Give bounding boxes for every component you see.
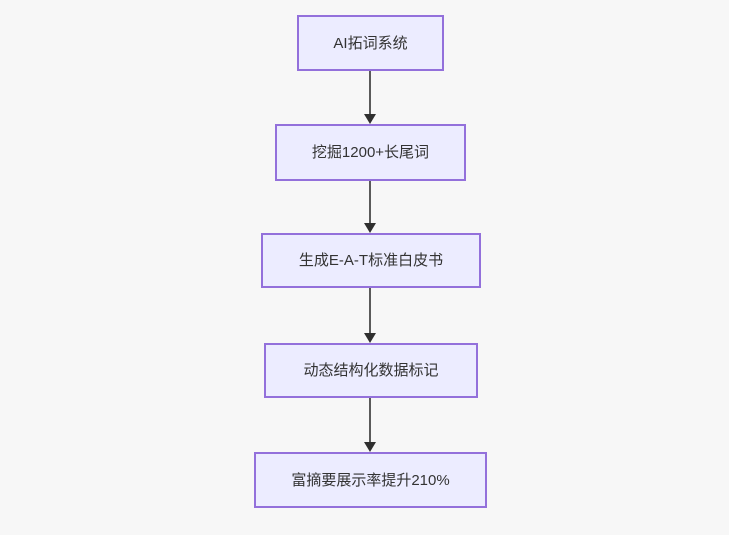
flow-node-3-label: 生成E-A-T标准白皮书 bbox=[298, 252, 444, 269]
flow-node-5: 富摘要展示率提升210% bbox=[254, 452, 487, 508]
arrow-line bbox=[369, 71, 371, 116]
arrow-down-icon bbox=[364, 223, 376, 233]
flow-arrow-1 bbox=[364, 71, 376, 124]
arrow-line bbox=[369, 181, 371, 225]
flow-node-4-label: 动态结构化数据标记 bbox=[303, 362, 439, 379]
arrow-down-icon bbox=[364, 333, 376, 343]
flow-node-5-label: 富摘要展示率提升210% bbox=[291, 471, 450, 489]
arrow-line bbox=[369, 288, 371, 335]
flow-arrow-3 bbox=[364, 288, 376, 343]
arrow-line bbox=[369, 398, 371, 444]
flow-node-3: 生成E-A-T标准白皮书 bbox=[261, 233, 481, 288]
flow-node-4: 动态结构化数据标记 bbox=[264, 343, 478, 398]
flow-arrow-2 bbox=[364, 181, 376, 233]
flow-node-1-label: AI拓词系统 bbox=[333, 34, 408, 52]
flow-node-1: AI拓词系统 bbox=[297, 15, 444, 71]
flow-arrow-4 bbox=[364, 398, 376, 452]
flow-node-2-label: 挖掘1200+长尾词 bbox=[311, 144, 430, 161]
arrow-down-icon bbox=[364, 114, 376, 124]
flow-node-2: 挖掘1200+长尾词 bbox=[275, 124, 466, 181]
arrow-down-icon bbox=[364, 442, 376, 452]
